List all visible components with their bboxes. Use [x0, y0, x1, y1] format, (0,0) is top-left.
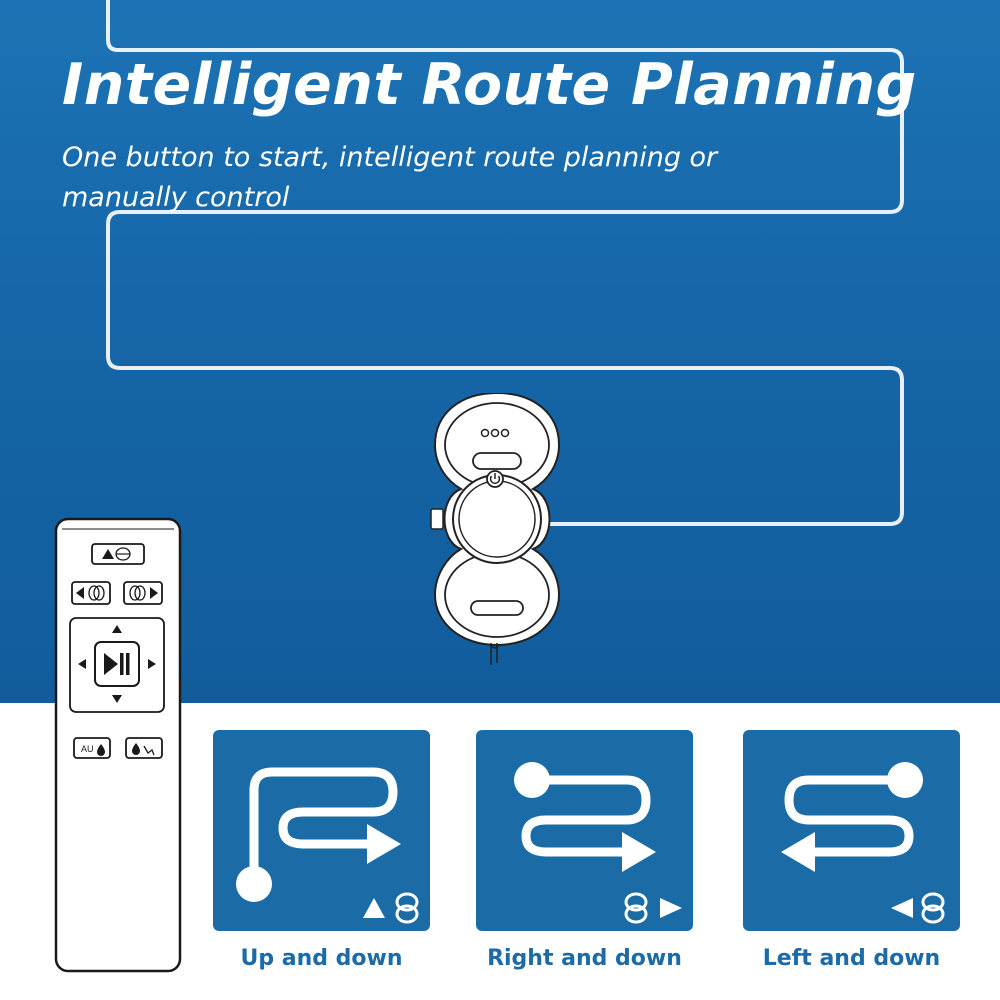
- status-lights-icon: [480, 428, 510, 438]
- remote-control: AU: [54, 517, 182, 973]
- route-left-down-icon: [781, 762, 945, 924]
- manual-spray-button[interactable]: [125, 737, 163, 759]
- double-ring-icon: [624, 892, 648, 924]
- route-path-illustration: [0, 0, 1000, 703]
- route-up-down-icon: [236, 767, 419, 924]
- dpad-right-icon: [148, 659, 156, 669]
- double-ring-icon: [395, 892, 419, 924]
- page-subtitle: One button to start, intelligent route p…: [62, 142, 718, 213]
- mode-caption-left-down: Left and down: [762, 946, 941, 971]
- up-triangle-icon: [102, 549, 114, 559]
- page-title: Intelligent Route Planning: [62, 52, 917, 118]
- dpad-down-icon: [112, 695, 122, 703]
- power-icon: [486, 470, 504, 488]
- mode-card-left-down[interactable]: [743, 730, 960, 931]
- window-cleaning-robot: [430, 393, 561, 665]
- mode-caption-up-down: Up and down: [240, 946, 403, 971]
- mode-card-right-down[interactable]: [476, 730, 693, 931]
- left-triangle-icon: [891, 898, 913, 918]
- right-triangle-icon: [150, 587, 158, 599]
- right-triangle-icon: [660, 898, 682, 918]
- mode-card-up-down[interactable]: [213, 730, 430, 931]
- dpad-up-icon: [112, 625, 122, 633]
- up-triangle-icon: [363, 898, 385, 918]
- right-mode-button[interactable]: [123, 581, 163, 605]
- auto-spray-button[interactable]: AU: [73, 737, 111, 759]
- up-mode-button[interactable]: [91, 543, 145, 565]
- dpad-left-icon: [78, 659, 86, 669]
- direction-pad[interactable]: [69, 617, 165, 713]
- route-right-down-icon: [514, 762, 682, 924]
- double-ring-icon: [921, 892, 945, 924]
- manual-spray-icon: [132, 743, 140, 755]
- play-pause-icon: [104, 653, 130, 675]
- auto-button-label: AU: [81, 744, 94, 754]
- left-triangle-icon: [76, 587, 84, 599]
- water-drop-icon: [97, 744, 105, 756]
- left-mode-button[interactable]: [71, 581, 111, 605]
- mode-caption-right-down: Right and down: [487, 946, 682, 971]
